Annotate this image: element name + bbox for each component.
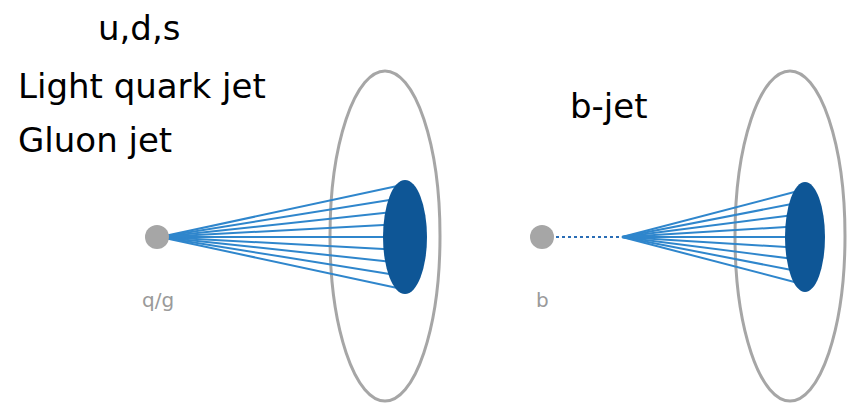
energy-deposit [785,182,825,292]
quark-flavours: u,d,s [98,8,180,49]
parton-label: q/g [142,288,174,312]
jet-tracks [622,190,802,284]
jet-type-label: Light quark jet [18,66,266,107]
jet-tracks [160,185,402,289]
displaced-vertex-path [556,236,622,238]
energy-deposit [383,180,427,294]
parton-dot [145,225,169,249]
parton-dot [530,225,554,249]
parton-label: b [536,288,549,312]
jet-type-label: b-jet [570,86,648,127]
jet-type-label: Gluon jet [18,120,172,161]
